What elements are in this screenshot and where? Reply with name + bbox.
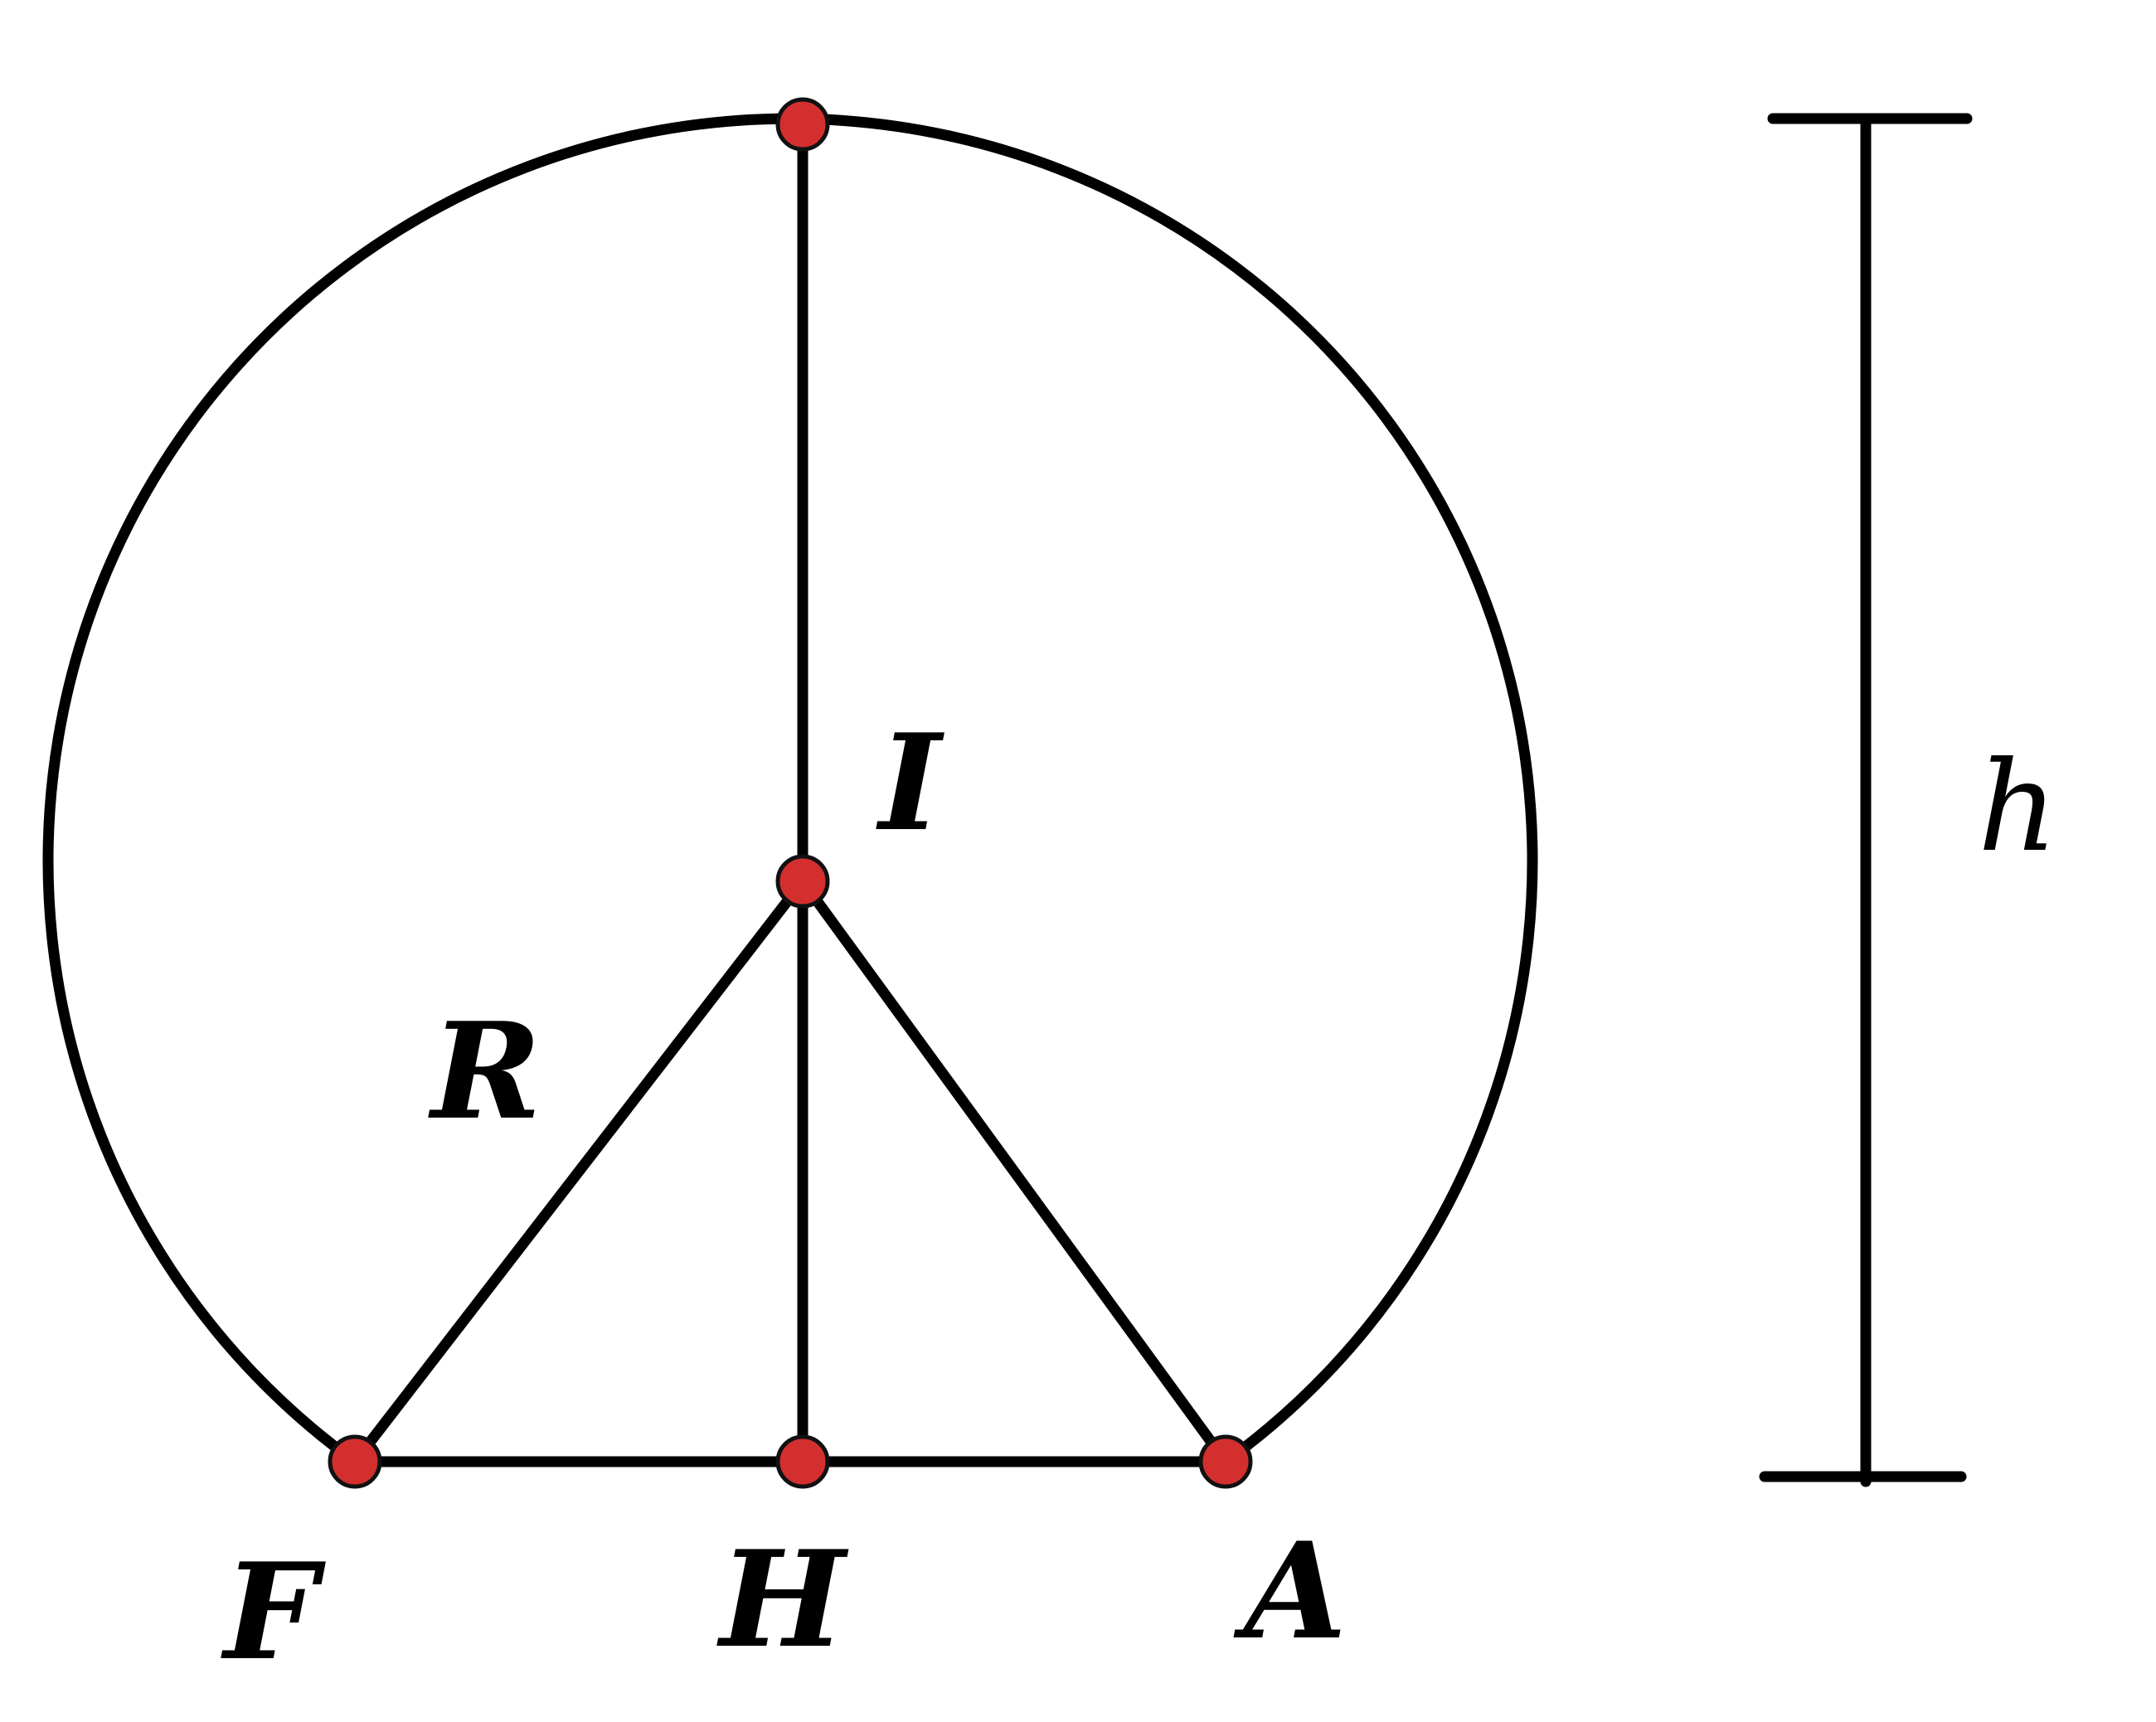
segment-i-a <box>797 876 1231 1467</box>
label-a: A <box>1233 1513 1347 1669</box>
label-f: F <box>221 1534 326 1690</box>
point-f <box>328 1434 382 1489</box>
segment-i-f <box>349 876 808 1467</box>
point-i <box>775 854 830 909</box>
point-top <box>775 97 830 152</box>
label-h: H <box>716 1521 849 1677</box>
label-height-h: h <box>1978 735 2058 880</box>
point-a <box>1198 1434 1253 1489</box>
point-h <box>775 1434 830 1489</box>
label-i: I <box>876 705 944 861</box>
circle-arc <box>42 113 1538 1467</box>
label-r: R <box>428 993 541 1149</box>
